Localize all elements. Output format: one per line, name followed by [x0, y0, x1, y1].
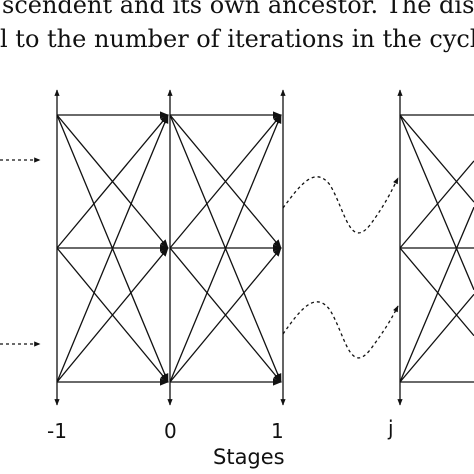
edge-1-2-0	[169, 114, 282, 383]
edge-j-0-1	[399, 114, 474, 203]
dashed-wave-top	[282, 176, 399, 234]
edge-j-1-0	[399, 160, 474, 249]
stage-label-0: 0	[164, 419, 177, 443]
edge-0-2-1	[56, 247, 169, 383]
edge-j-0-2	[399, 114, 474, 291]
edge-1-2-1	[169, 247, 282, 383]
stage-label-j: j	[387, 416, 394, 440]
body-text-line-2: l to the number of iterations in the cyc…	[0, 25, 474, 53]
edge-j-1-2	[399, 247, 474, 337]
edge-1-1-0	[169, 114, 282, 249]
body-text-line-1: scendent and its own ancestor. The dista	[2, 0, 474, 19]
edge-j-2-0	[399, 206, 474, 383]
edge-j-2-1	[399, 293, 474, 383]
stage-label-1: 1	[271, 419, 284, 443]
axis-title: Stages	[213, 445, 285, 469]
edge-0-1-0	[56, 114, 169, 249]
dashed-connectors	[0, 157, 399, 359]
dashed-wave-bottom	[282, 301, 399, 359]
stage-edges	[56, 111, 474, 386]
edge-0-2-0	[56, 114, 169, 383]
stage-label-minus1: -1	[47, 419, 67, 443]
